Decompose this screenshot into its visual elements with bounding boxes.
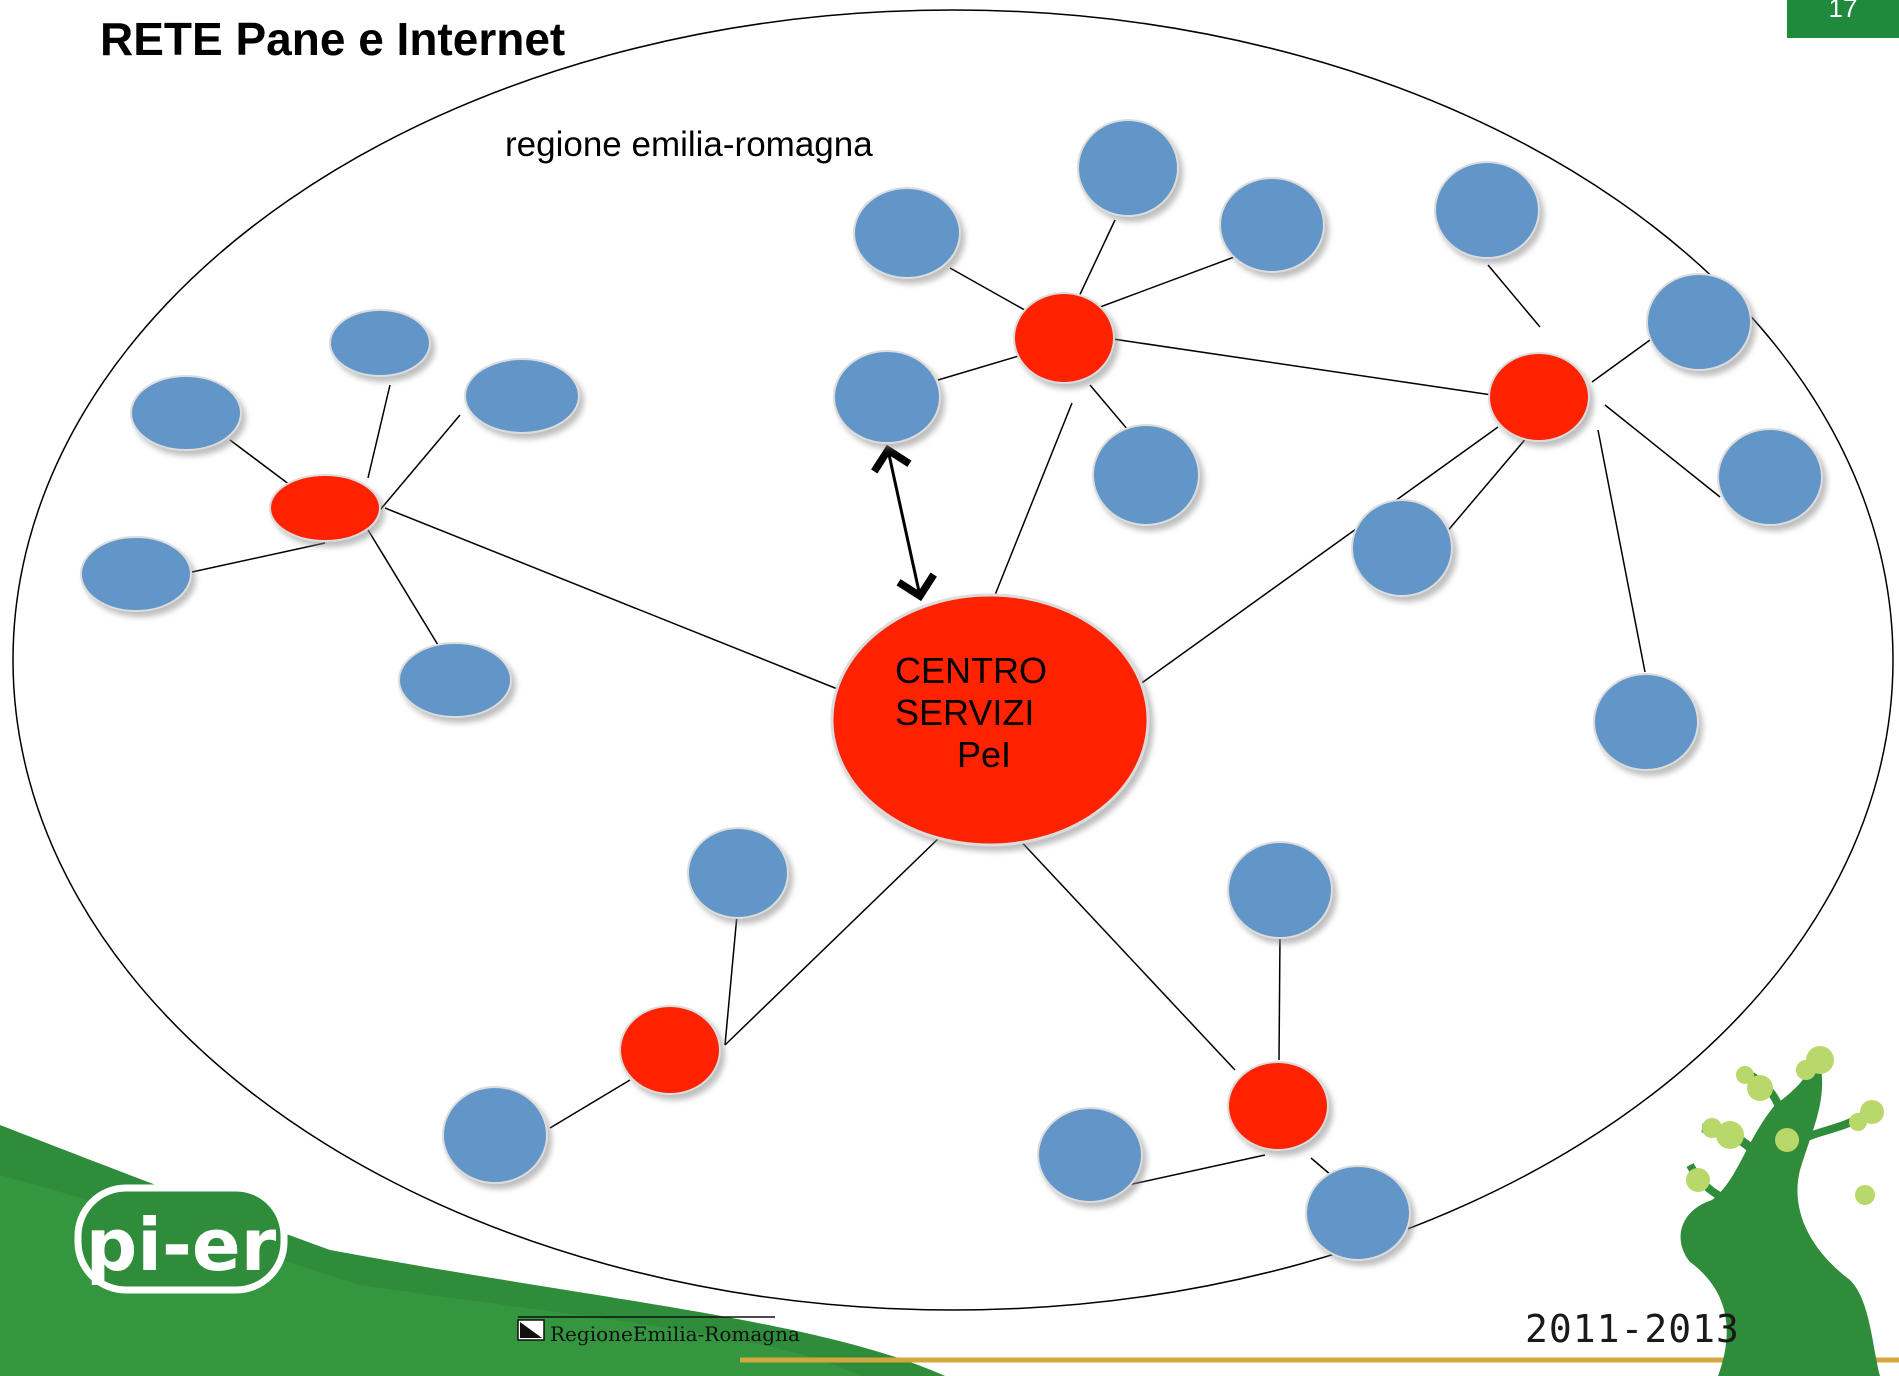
connector-lines <box>191 219 1721 1188</box>
node-south-east-left <box>1037 1107 1143 1203</box>
node-east-lower-left <box>1351 499 1453 597</box>
svg-text:pi-er: pi-er <box>86 1203 277 1287</box>
node-north-left-bottom <box>833 350 941 444</box>
node-south-east-right <box>1305 1165 1411 1261</box>
node-south-east-top <box>1227 841 1333 939</box>
bidirectional-arrow <box>871 444 937 602</box>
node-north-bottom <box>1092 424 1200 526</box>
region-label: regione emilia-romagna <box>505 125 873 164</box>
node-east-bottom <box>1593 673 1699 771</box>
pier-logo: pi-er <box>74 1184 288 1294</box>
node-east-upper-right <box>1646 273 1752 371</box>
node-east-right <box>1717 428 1823 526</box>
years-label: 2011-2013 <box>1525 1307 1740 1351</box>
node-south-west-left <box>442 1086 548 1184</box>
node-west-upper-right <box>464 358 580 434</box>
slide-title: RETE Pane e Internet <box>100 13 566 65</box>
center-label-line-1: CENTRO <box>895 650 1047 691</box>
node-north-top <box>1077 119 1179 217</box>
node-west-left <box>80 536 192 612</box>
hub-east <box>1488 352 1590 442</box>
node-west-bottom <box>398 642 512 718</box>
node-east-top <box>1434 161 1540 259</box>
regione-flag-icon <box>517 1316 775 1341</box>
footer-green-shape <box>0 1125 945 1376</box>
node-south-west-top <box>687 827 789 919</box>
hub-north <box>1013 292 1115 384</box>
node-west-upper-left <box>130 375 242 451</box>
hub-south-east <box>1227 1061 1329 1151</box>
center-label-line-2: SERVIZI <box>895 692 1035 733</box>
institution-name: RegioneEmilia-Romagna <box>550 1322 800 1346</box>
hub-south-west <box>619 1005 721 1095</box>
centro-servizi-label: CENTRO SERVIZI PeI <box>895 650 1105 776</box>
page-number: 17 <box>1787 0 1899 38</box>
hub-west <box>269 474 381 542</box>
center-label-line-3: PeI <box>957 734 1012 775</box>
region-boundary <box>12 9 1894 1311</box>
centro-servizi-hub <box>830 593 1150 847</box>
tree-icon <box>1680 1046 1884 1376</box>
node-west-top <box>329 309 431 377</box>
node-north-right <box>1219 177 1325 273</box>
node-north-left-top <box>853 187 961 279</box>
